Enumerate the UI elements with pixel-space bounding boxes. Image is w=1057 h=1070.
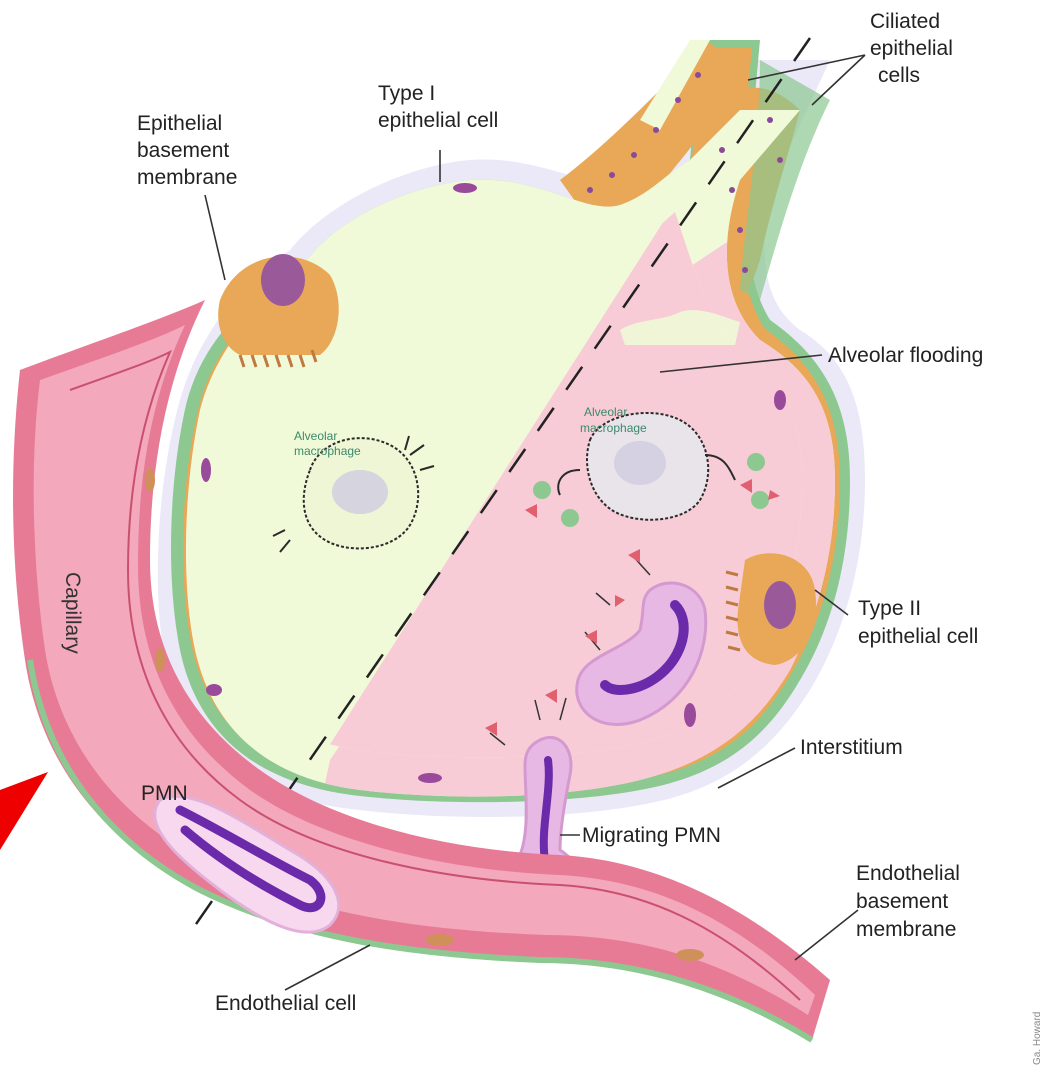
label-type1-2: epithelial cell	[378, 109, 498, 132]
label-ciliated-3: cells	[878, 64, 920, 87]
label-endo-bm-2: basement	[856, 890, 948, 913]
label-ebm-2: basement	[137, 139, 229, 162]
label-type1-1: Type I	[378, 82, 435, 105]
label-migrating-pmn: Migrating PMN	[582, 824, 721, 847]
label-interstitium: Interstitium	[800, 736, 903, 759]
label-endothelial-cell: Endothelial cell	[215, 992, 356, 1015]
label-macrophage-left-2: macrophage	[294, 444, 361, 458]
label-ebm-1: Epithelial	[137, 112, 222, 135]
label-endo-bm-1: Endothelial	[856, 862, 960, 885]
label-ciliated-2: epithelial	[870, 37, 953, 60]
label-ciliated-1: Ciliated	[870, 10, 940, 33]
label-type2-1: Type II	[858, 597, 921, 620]
label-capillary: Capillary	[61, 572, 84, 654]
label-endo-bm-3: membrane	[856, 918, 956, 941]
label-type2-2: epithelial cell	[858, 625, 978, 648]
type2-cell-upper	[218, 254, 339, 367]
label-macrophage-right-2: macrophage	[580, 421, 647, 435]
label-macrophage-right-1: Alveolar	[584, 405, 627, 419]
label-alveolar-flooding: Alveolar flooding	[828, 344, 983, 367]
illustrator-credit: Ga. Howard	[1032, 1012, 1043, 1065]
label-ebm-3: membrane	[137, 166, 237, 189]
label-pmn: PMN	[141, 782, 188, 805]
label-macrophage-left-1: Alveolar	[294, 429, 337, 443]
red-arrow-marker	[0, 772, 48, 850]
